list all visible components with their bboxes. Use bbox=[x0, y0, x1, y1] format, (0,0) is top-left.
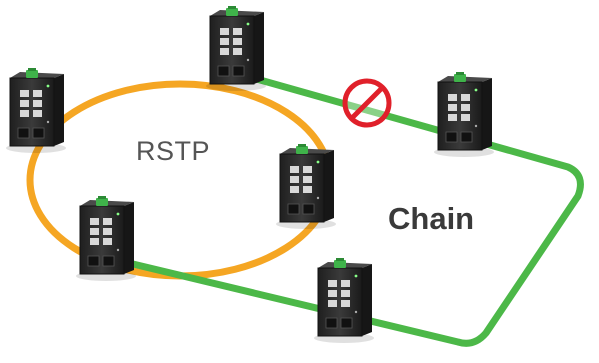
switch-center bbox=[275, 143, 337, 230]
chain-link bbox=[104, 68, 584, 347]
switch-bottom-left bbox=[75, 195, 137, 282]
rstp-label: RSTP bbox=[136, 136, 211, 166]
switch-right bbox=[433, 71, 495, 158]
switch-bottom bbox=[313, 257, 375, 344]
switch-left bbox=[5, 67, 67, 154]
chain-label: Chain bbox=[388, 201, 475, 236]
blocked-link-icon bbox=[342, 78, 392, 128]
switch-top bbox=[205, 5, 267, 92]
